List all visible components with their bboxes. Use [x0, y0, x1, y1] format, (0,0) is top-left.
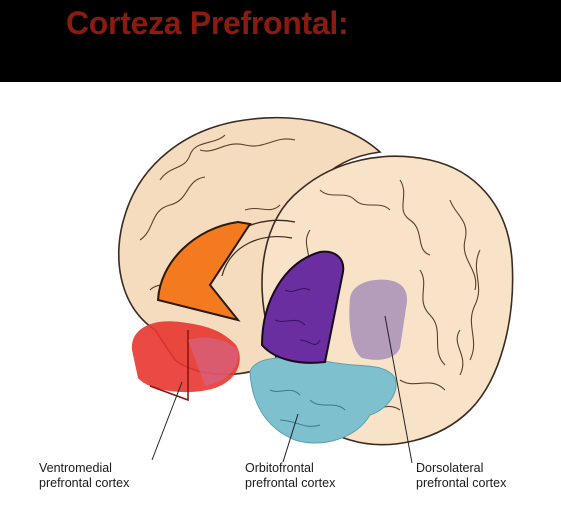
pointer-ventromedial [152, 382, 182, 460]
label-ventromedial: Ventromedial prefrontal cortex [39, 461, 129, 491]
label-dorsolateral: Dorsolateral prefrontal cortex [416, 461, 506, 491]
dorsolateral-region [349, 280, 407, 360]
label-orbitofrontal: Orbitofrontal prefrontal cortex [245, 461, 335, 491]
